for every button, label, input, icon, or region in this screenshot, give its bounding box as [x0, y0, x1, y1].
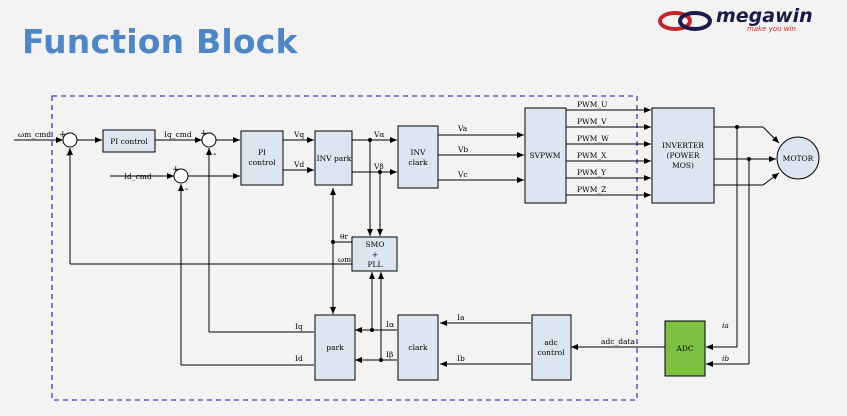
smo-label-3: PLL — [367, 260, 382, 269]
signal-adc-data: adc_data — [601, 337, 636, 346]
svpwm-block — [524, 107, 567, 204]
summer-minus: - — [213, 149, 216, 160]
signal-ia-motor: ia — [722, 321, 729, 330]
page-title: Function Block — [22, 22, 298, 61]
brand-tagline: make you win — [747, 25, 796, 33]
pi-control-speed-block — [102, 129, 156, 153]
inverter-label-1: INVERTER — [662, 141, 704, 150]
motor-label: MOTOR — [783, 154, 814, 163]
smo-label-2: + — [372, 250, 378, 259]
signal-wm: ωm — [338, 255, 351, 264]
signal-pwm-v: PWM_V — [577, 117, 607, 126]
summer-plus: + — [172, 165, 180, 175]
signal-vq: Vq — [293, 130, 304, 139]
inverter-block — [651, 107, 715, 204]
signal-va: Va — [457, 124, 468, 133]
summer-plus: + — [200, 129, 208, 139]
signal-id-cmd: Id_cmd — [124, 172, 152, 181]
signal-ib: Ib — [457, 354, 465, 363]
inv-park-label: INV park — [317, 154, 352, 163]
signal-wm-cmd: ωm_cmd — [18, 130, 51, 139]
inv-clark-block — [397, 125, 439, 189]
signal-vc: Vc — [457, 170, 468, 179]
signal-ia: Ia — [457, 313, 465, 322]
signal-theta-r: θr — [340, 232, 349, 241]
brand-name: megawin — [716, 5, 813, 27]
pi-control-current-label-1: PI — [258, 148, 266, 157]
inv-clark-label-1: INV — [411, 148, 427, 157]
signal-pwm-u: PWM_U — [577, 100, 608, 109]
adc-control-label-2: control — [537, 348, 565, 357]
signal-id: Id — [295, 354, 303, 363]
signal-v-beta: Vβ — [373, 162, 384, 171]
adc-control-label-1: adc — [544, 338, 557, 347]
signal-i-beta: Iβ — [386, 350, 393, 359]
signal-iq: Iq — [295, 322, 303, 331]
smo-label-1: SMO — [366, 240, 385, 249]
signal-vb: Vb — [457, 145, 468, 154]
megawin-logo — [658, 11, 712, 31]
signal-v-alpha: Vα — [373, 130, 384, 139]
summer-plus: + — [59, 130, 67, 140]
signal-pwm-x: PWM_X — [577, 151, 607, 160]
adc-block — [664, 320, 706, 377]
summing-junction-speed: + - — [59, 130, 78, 161]
signal-ib-motor: ib — [722, 354, 729, 363]
summer-minus: - — [66, 150, 69, 161]
controller-boundary — [51, 95, 638, 401]
signal-pwm-w: PWM_W — [577, 134, 609, 143]
pi-control-current-block — [240, 130, 284, 186]
signal-iq-cmd: Iq_cmd — [164, 130, 192, 139]
inv-clark-label-2: clark — [408, 158, 428, 167]
smo-pll-block — [351, 236, 398, 272]
clark-block — [397, 314, 439, 381]
signal-vd: Vd — [293, 160, 304, 169]
motor-block — [776, 136, 820, 180]
inverter-label-3: MOS) — [672, 161, 694, 170]
signal-pwm-y: PWM_Y — [577, 168, 607, 177]
inverter-label-2: (POWER — [667, 151, 700, 160]
inv-park-block — [314, 130, 353, 186]
svpwm-label: SVPWM — [530, 151, 561, 160]
junction-dots — [331, 125, 751, 362]
clark-label: clark — [408, 343, 428, 352]
pi-control-current-label-2: control — [248, 158, 276, 167]
park-block — [314, 314, 356, 381]
summing-junction-id: + - — [172, 165, 189, 195]
signal-wires — [14, 107, 780, 367]
signal-i-alpha: Iα — [386, 320, 394, 329]
pi-control-speed-label: PI control — [110, 137, 148, 146]
summer-minus: - — [185, 184, 188, 195]
adc-label: ADC — [675, 344, 693, 353]
park-label: park — [326, 343, 344, 352]
adc-control-block — [531, 314, 572, 381]
signal-pwm-z: PWM_Z — [577, 185, 606, 194]
summing-junction-iq: + - — [200, 129, 217, 160]
